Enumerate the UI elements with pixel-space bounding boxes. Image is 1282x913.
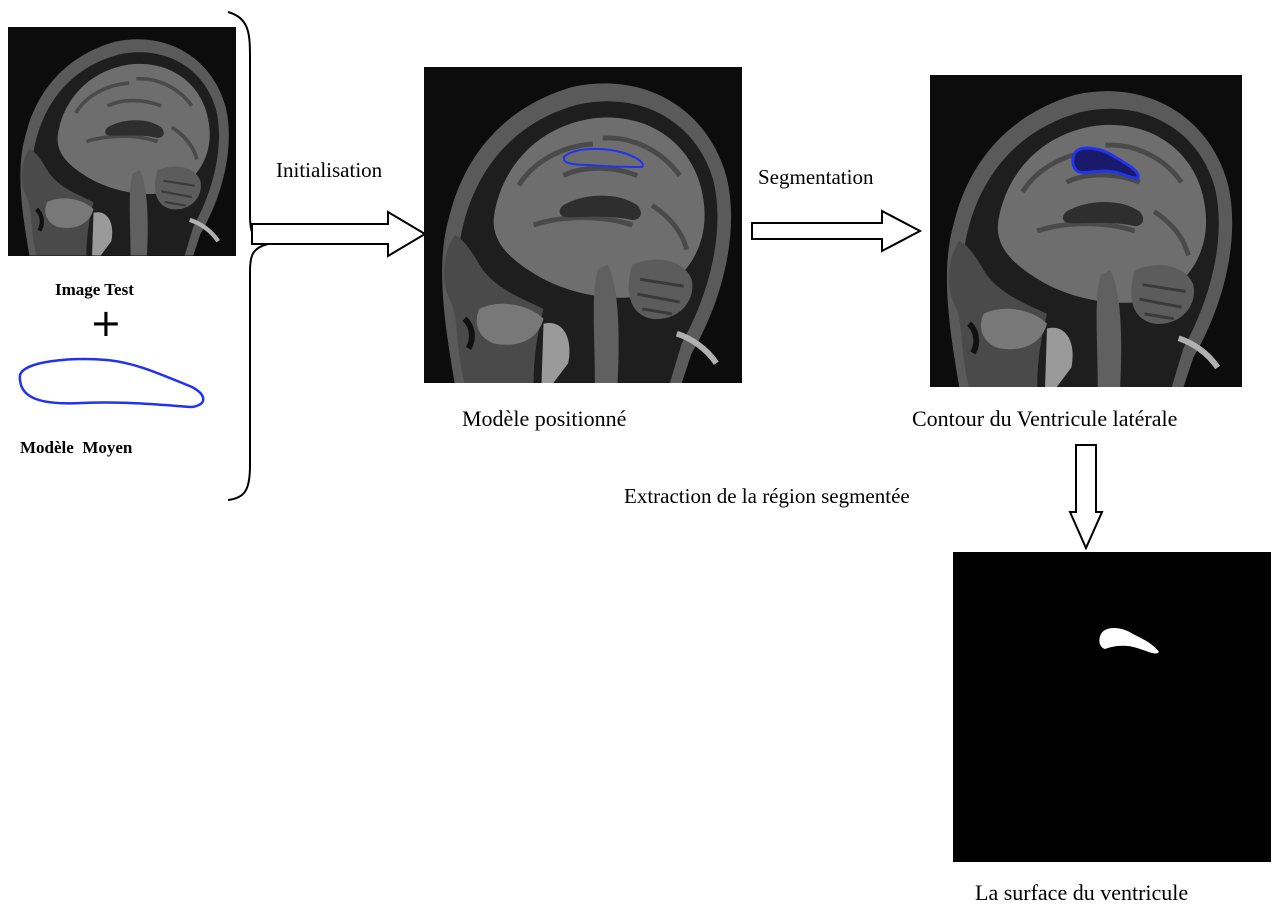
segmented-surface-image bbox=[953, 552, 1271, 862]
ventricle-contour-label: Contour du Ventricule latérale bbox=[912, 406, 1177, 432]
ventricle-contour-image bbox=[930, 75, 1242, 387]
segmentation-arrow-icon bbox=[752, 211, 920, 251]
brain-scan-icon bbox=[8, 27, 236, 256]
segmentation-label: Segmentation bbox=[758, 165, 873, 190]
ventricle-surface-mask bbox=[953, 552, 1271, 862]
initialisation-label: Initialisation bbox=[276, 158, 382, 183]
extraction-arrow-icon bbox=[1070, 445, 1102, 548]
mean-model-contour bbox=[12, 355, 208, 411]
brain-scan-icon bbox=[424, 67, 742, 383]
positioned-model-image bbox=[424, 67, 742, 383]
initialisation-arrow-icon bbox=[252, 212, 425, 256]
brain-scan-icon bbox=[930, 75, 1242, 387]
ventricle-surface-label: La surface du ventricule bbox=[975, 880, 1188, 906]
plus-symbol: + bbox=[90, 304, 122, 342]
input-mri-image bbox=[8, 27, 236, 256]
positioned-model-label: Modèle positionné bbox=[462, 406, 626, 432]
image-test-label: Image Test bbox=[55, 280, 134, 300]
mean-model-label: Modèle Moyen bbox=[20, 438, 132, 458]
extraction-label: Extraction de la région segmentée bbox=[624, 484, 910, 509]
